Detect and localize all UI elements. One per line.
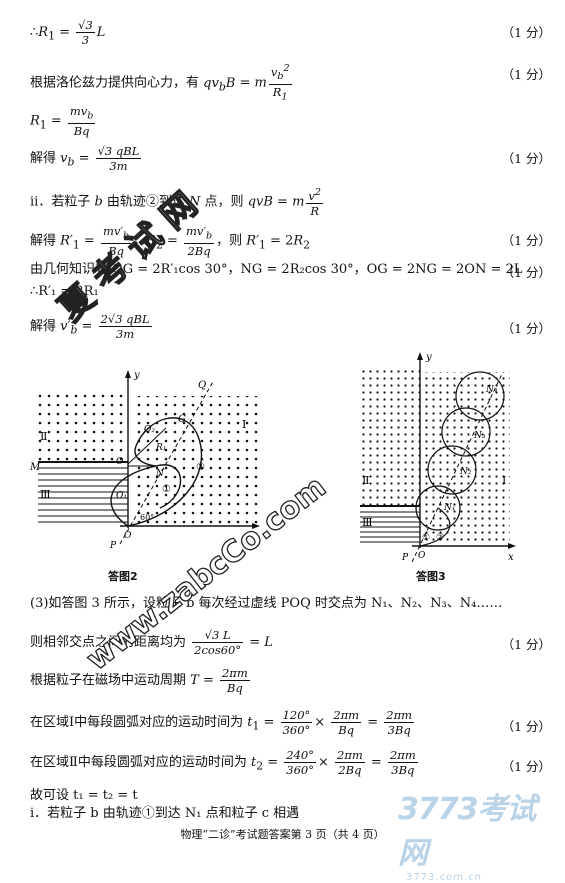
svg-text:y: y <box>425 352 432 363</box>
line-geometry: 由几何知识有 OG = 2R′₁cos 30°，NG = 2R₂cos 30°，… <box>30 262 523 277</box>
svg-text:P: P <box>401 553 409 563</box>
svg-text:Ⅱ: Ⅱ <box>40 430 47 443</box>
points-1: （1 分） <box>501 25 551 40</box>
svg-text:P: P <box>109 541 117 551</box>
svg-text:O: O <box>116 457 124 467</box>
svg-text:O₁: O₁ <box>116 491 127 501</box>
svg-text:Q: Q <box>198 380 206 391</box>
svg-text:N: N <box>155 469 165 479</box>
svg-text:Ⅲ: Ⅲ <box>40 488 51 501</box>
points-8: （1 分） <box>501 719 551 734</box>
svg-text:x: x <box>508 552 514 563</box>
svg-text:60°: 60° <box>140 513 154 522</box>
points-6: （1 分） <box>501 321 551 336</box>
line-section-3: (3)如答图 3 所示，设粒子 b 每次经过虚线 POQ 时交点为 N₁、N₂、… <box>30 596 503 611</box>
points-4: （1 分） <box>501 233 551 248</box>
points-5: （1 分） <box>501 265 551 280</box>
line-r1-relation: ∴R′₁ = 2R₁ <box>30 284 99 299</box>
svg-text:N₃: N₃ <box>473 431 486 441</box>
logo-main: 3773考试网 <box>398 792 537 871</box>
svg-text:②: ② <box>436 533 444 543</box>
svg-text:N₁: N₁ <box>443 503 455 513</box>
svg-text:N₄: N₄ <box>485 385 498 395</box>
svg-text:①: ① <box>162 484 171 495</box>
svg-text:O: O <box>124 531 132 541</box>
figure-2: y Q G O₂ R₁ Ⅱ Ⅰ M O N ② Ⅲ O₁ ① 60° O x P <box>29 370 260 551</box>
points-3: （1 分） <box>501 151 551 166</box>
figure-2-caption: 答图2 <box>108 570 138 583</box>
logo-sub: 3773.com.cn <box>406 872 482 883</box>
svg-text:M: M <box>29 462 41 473</box>
svg-text:①: ① <box>422 533 430 543</box>
page-footer: 物理“二诊”考试题答案第 3 页（共 4 页） <box>180 828 385 841</box>
figure-3-caption: 答图3 <box>416 570 446 583</box>
line-case-i: ⅰ．若粒子 b 由轨迹①到达 N₁ 点和粒子 c 相遇 <box>30 806 300 821</box>
points-2: （1 分） <box>501 67 551 82</box>
svg-text:Ⅱ: Ⅱ <box>362 474 369 487</box>
svg-text:O: O <box>418 551 426 561</box>
line-t-equal: 故可设 t₁ = t₂ = t <box>30 788 138 803</box>
svg-text:y: y <box>133 370 140 381</box>
points-7: （1 分） <box>501 637 551 652</box>
svg-text:Ⅰ: Ⅰ <box>242 418 246 431</box>
svg-text:②: ② <box>196 462 205 473</box>
site-logo: 3773考试网 3773.com.cn <box>398 784 558 883</box>
svg-text:O₂: O₂ <box>144 425 155 435</box>
svg-text:Ⅰ: Ⅰ <box>502 474 506 487</box>
svg-text:x: x <box>252 530 258 541</box>
svg-text:G: G <box>178 414 186 425</box>
svg-text:R₁: R₁ <box>155 443 166 453</box>
figure-3: y N₄ Ⅱ Ⅰ N₃ N₂ N₁ Ⅲ ① ② O x P <box>360 352 516 563</box>
points-9: （1 分） <box>501 759 551 774</box>
svg-text:Ⅲ: Ⅲ <box>362 516 373 529</box>
svg-text:N₂: N₂ <box>459 467 472 477</box>
